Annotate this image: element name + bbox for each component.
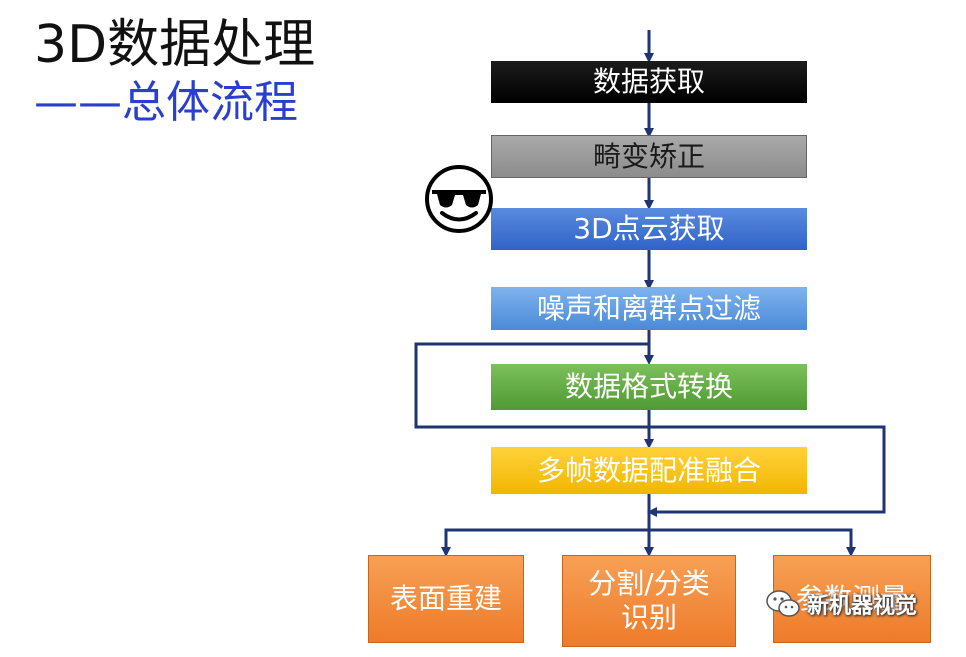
- output-segmentation-line1: 分割/分类: [588, 567, 710, 600]
- sunglasses-smiley-icon: [425, 165, 493, 233]
- bypass-register-right: [647, 425, 886, 517]
- step-data-format-conversion: 数据格式转换: [491, 364, 807, 410]
- step-multiframe-registration: 多帧数据配准融合: [491, 447, 807, 494]
- bypass-format-left: [414, 342, 649, 429]
- output-segmentation-line2: 识别: [620, 601, 677, 634]
- output-segmentation-recognition: 分割/分类 识别: [562, 555, 736, 647]
- step-noise-outlier-filtering: 噪声和离群点过滤: [491, 287, 807, 330]
- page-title: 3D数据处理: [34, 15, 316, 75]
- step-point-cloud-acquisition: 3D点云获取: [491, 208, 807, 250]
- output-surface-reconstruction: 表面重建: [368, 555, 524, 643]
- output-parameter-measurement: 参数测量: [773, 555, 931, 643]
- watermark-text: 新机器视觉: [807, 594, 918, 619]
- page-subtitle: ——总体流程: [34, 77, 298, 128]
- watermark: 新机器视觉: [765, 588, 917, 620]
- wechat-icon: [766, 590, 800, 617]
- step-distortion-correction: 畸变矫正: [491, 135, 807, 178]
- step-data-acquisition: 数据获取: [491, 61, 807, 103]
